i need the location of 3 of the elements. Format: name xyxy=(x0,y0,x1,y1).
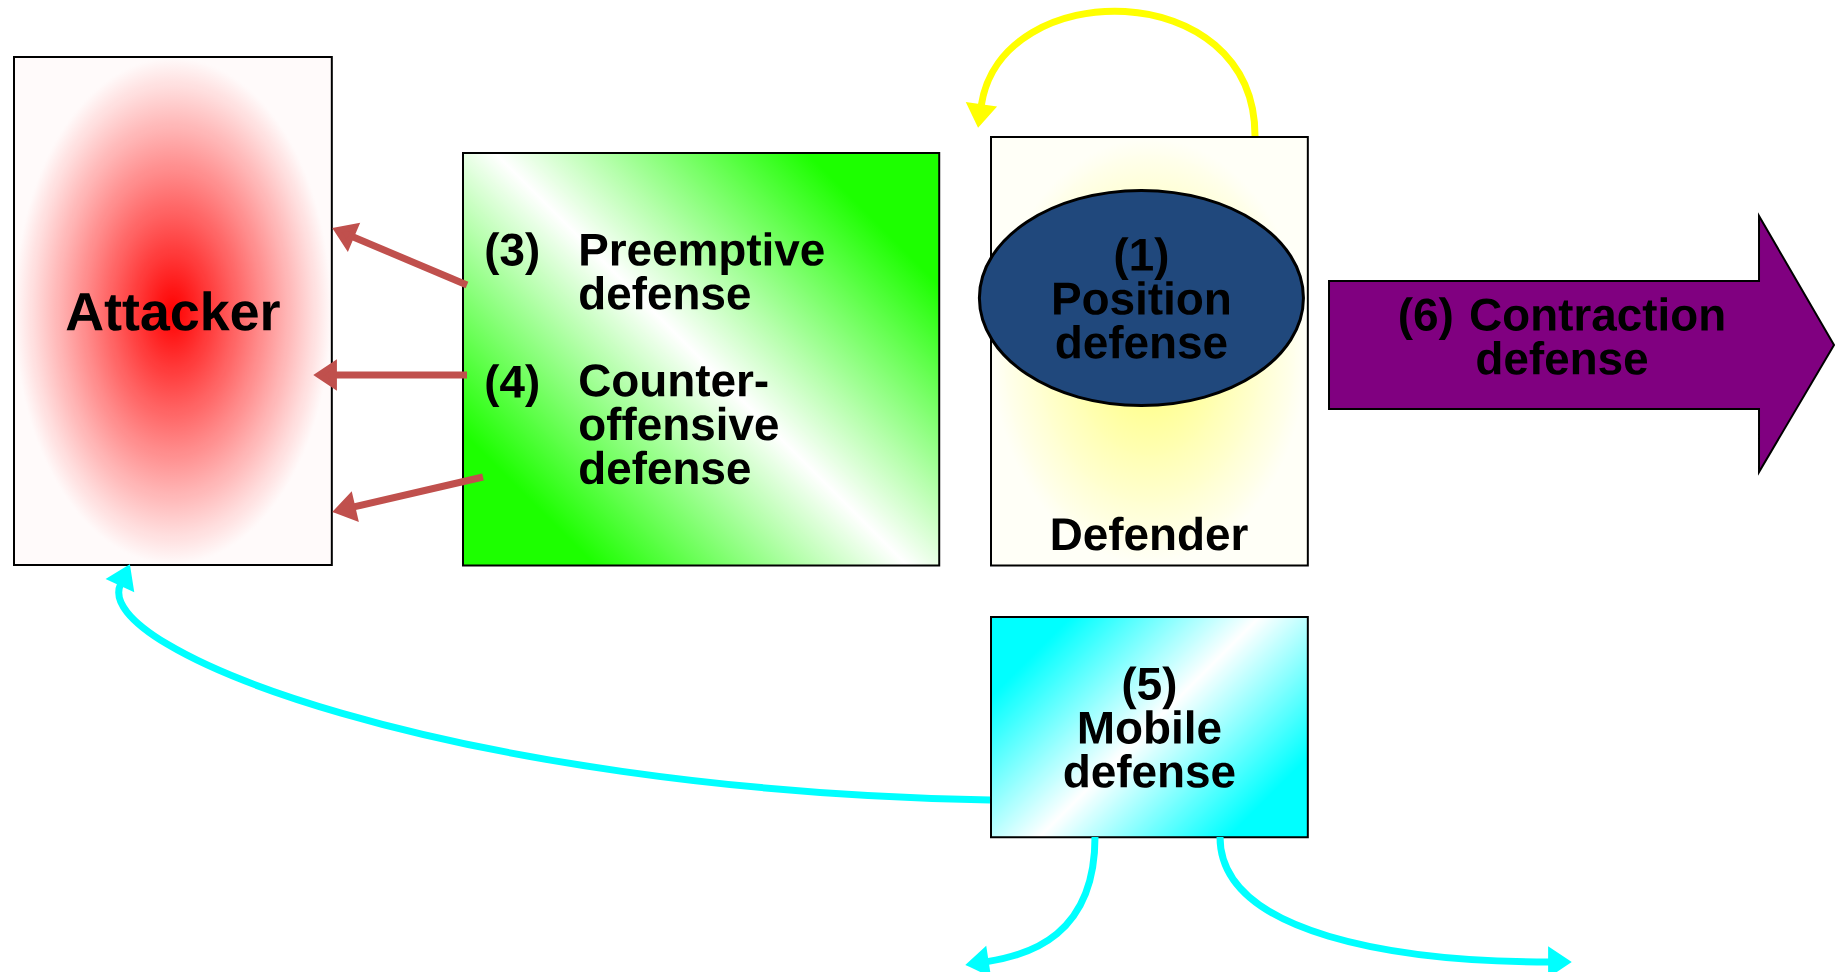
defense-box: (3) Preemptive defense (4) Counter-offensive defense xyxy=(462,152,941,567)
attacker-box: Attacker xyxy=(13,56,333,567)
mobile-box: (5) Mobile defense xyxy=(990,616,1309,839)
